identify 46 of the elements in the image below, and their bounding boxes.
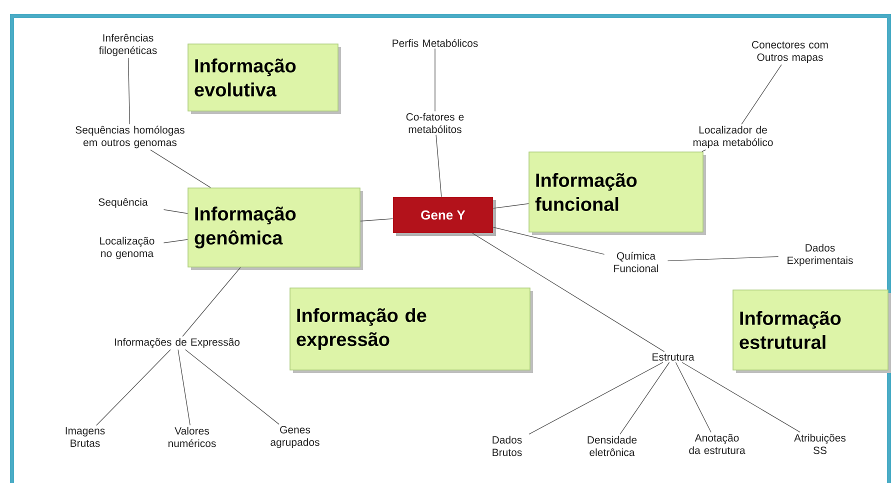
connector-line	[528, 362, 664, 435]
text-label: Sequência	[98, 198, 148, 208]
connector-line	[434, 48, 436, 112]
topic-box: Informação evolutiva	[188, 44, 341, 114]
text-label: Sequências homólogas em outros genomas	[76, 126, 184, 148]
connector-line	[682, 362, 800, 433]
connector-line	[128, 58, 130, 124]
connector-line	[184, 349, 280, 425]
connector-line	[492, 226, 605, 255]
text-label: Genes agrupados	[270, 426, 320, 448]
text-label: Valores numéricos	[168, 426, 216, 448]
topic-box: Informação funcional	[528, 152, 706, 235]
connector-line	[182, 267, 241, 337]
text-label: Localização no genoma	[100, 236, 154, 260]
connector-line	[492, 203, 529, 209]
text-label: Inferências filogenéticas	[98, 34, 157, 56]
connector-line	[163, 239, 188, 244]
text-label: Dados Experimentais	[788, 244, 853, 266]
connector-line	[702, 150, 706, 152]
connector-line	[436, 134, 442, 198]
connector-line	[360, 218, 394, 222]
connector-line	[620, 362, 670, 435]
topic-box: Informação genômica	[188, 188, 363, 270]
text-label: Química Funcional	[614, 252, 658, 272]
text-label: Perfis Metabólicos	[392, 39, 478, 47]
connector-line	[96, 349, 171, 426]
text-label: Estrutura	[652, 353, 694, 361]
text-label: Imagens Brutas	[66, 427, 105, 447]
text-label: Densidade eletrônica	[588, 436, 637, 456]
connector-line	[667, 256, 779, 262]
text-label: Localizador de mapa metabólico	[693, 126, 773, 148]
text-label: Atribuições SS	[794, 434, 846, 454]
text-label: Co-fatores e metabólitos	[406, 112, 464, 134]
text-label: Dados Brutos	[492, 436, 522, 456]
gene-box: Gene Y	[393, 197, 496, 236]
connector-line	[472, 232, 665, 352]
connector-line	[163, 209, 188, 214]
connector-line	[150, 150, 211, 188]
text-label: Informações de Expressão	[114, 338, 240, 348]
connector-line	[675, 362, 712, 433]
topic-box: Informação estrutural	[732, 290, 891, 373]
text-label: Anotação da estrutura	[689, 434, 746, 454]
text-label: Conectores com Outros mapas	[752, 41, 828, 63]
connector-line	[178, 349, 190, 426]
topic-box: Informação de expressão	[290, 288, 533, 373]
connector-line	[741, 64, 782, 124]
